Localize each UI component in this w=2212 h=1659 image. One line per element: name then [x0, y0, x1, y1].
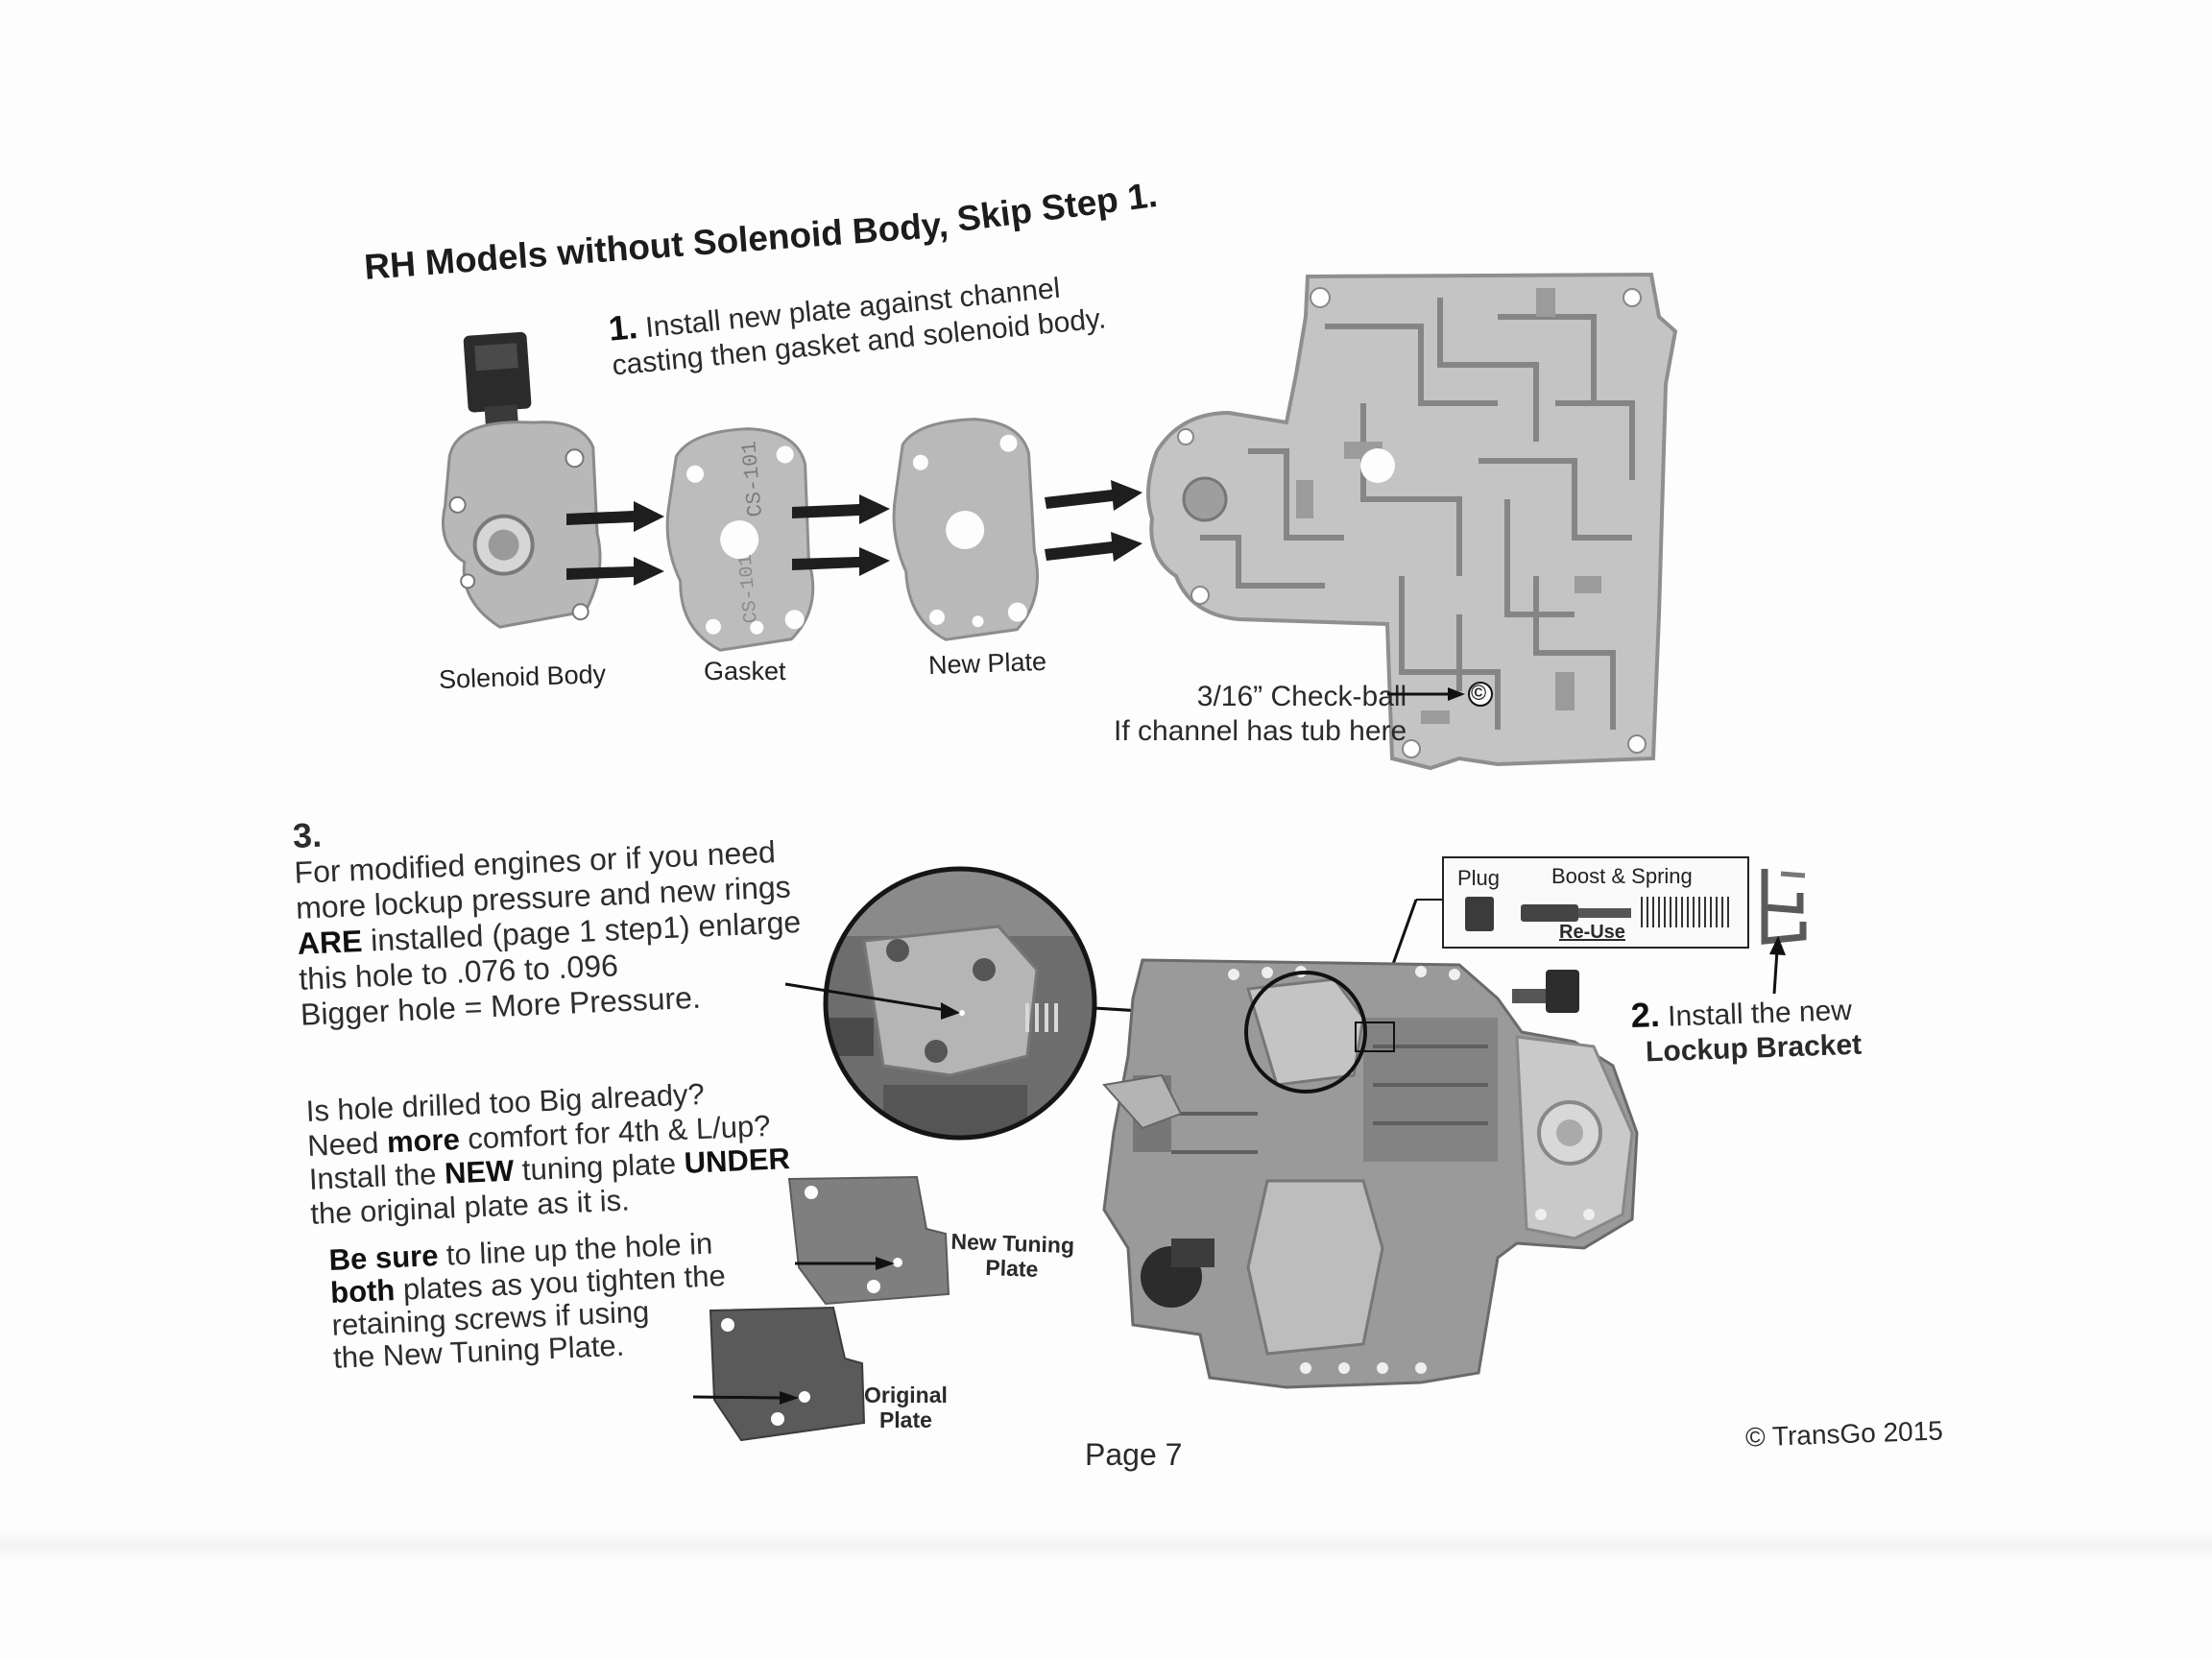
solenoid-housing: [441, 421, 602, 629]
step3-both: both: [329, 1273, 397, 1310]
new-tuning-plate-l2: Plate: [984, 1255, 1039, 1283]
checkball-line2: If channel has tub here: [1114, 715, 1407, 747]
page-number: Page 7: [1085, 1437, 1183, 1472]
original-plate-l1: Original: [864, 1382, 948, 1407]
parts-boost-spring-label: Boost & Spring: [1551, 864, 1693, 888]
page-fold-shadow: [0, 1531, 2212, 1560]
original-plate-shape: [709, 1306, 866, 1442]
step2-instructions: 2. Install the new Lockup Bracket: [1630, 987, 1863, 1070]
spring-part: [1641, 897, 1732, 927]
heading-part-2: Skip Step 1.: [954, 174, 1160, 239]
step3-q3-pre: Install the: [308, 1157, 445, 1197]
parts-reuse-label: Re-Use: [1559, 922, 1625, 943]
step3-intro: 3. For modified engines or if you need m…: [292, 794, 805, 1032]
parts-plug-label: Plug: [1457, 866, 1501, 890]
original-plate-l2: Plate: [878, 1407, 932, 1433]
step3-alignment-note: Be sure to line up the hole in both plat…: [328, 1227, 729, 1376]
step2-line1: Install the new: [1667, 994, 1853, 1033]
gasket-marking-1: CS-101: [737, 440, 768, 517]
new-tuning-plate-l1: New Tuning: [950, 1228, 1075, 1259]
label-solenoid-body: Solenoid Body: [438, 659, 607, 695]
step3-q3-mid: tuning plate: [513, 1146, 685, 1188]
gasket-marking-2: CS-101: [735, 553, 763, 624]
copyright: © TransGo 2015: [1744, 1415, 1944, 1453]
step1-number: 1.: [607, 306, 639, 349]
step3-alternate: Is hole drilled too Big already? Need mo…: [305, 1073, 792, 1231]
boost-valve-part: [1521, 904, 1578, 922]
checkball-symbol: ©: [1471, 681, 1487, 705]
step1-instructions: 1. Install new plate against channel cas…: [607, 261, 1108, 383]
checkball-note: 3/16” Check-ball If channel has tub here: [1114, 680, 1407, 749]
checkball-line1: 3/16” Check-ball: [1196, 681, 1407, 712]
parts-box: Plug Boost & Spring Re-Use: [1442, 856, 1749, 949]
solenoid-connector: [463, 331, 532, 413]
step3-q2-pre: Need: [306, 1124, 388, 1163]
step3-q3-under: UNDER: [683, 1142, 791, 1181]
step3-q2-bold: more: [386, 1121, 461, 1159]
new-tuning-plate-label: New Tuning Plate: [950, 1229, 1074, 1284]
boost-valve-stem: [1578, 908, 1631, 918]
step2-number: 2.: [1630, 994, 1661, 1035]
new-tuning-plate-shape: [787, 1175, 950, 1306]
label-gasket: Gasket: [704, 657, 786, 685]
step3-are: ARE: [297, 923, 364, 961]
step2-line2: Lockup Bracket: [1645, 1028, 1863, 1069]
heading-part-1: RH Models without Solenoid Body,: [363, 204, 950, 287]
label-new-plate: New Plate: [927, 646, 1047, 681]
plug-part: [1465, 897, 1494, 931]
original-plate-label: Original Plate: [864, 1382, 948, 1433]
step3-q3-new: NEW: [444, 1153, 516, 1191]
